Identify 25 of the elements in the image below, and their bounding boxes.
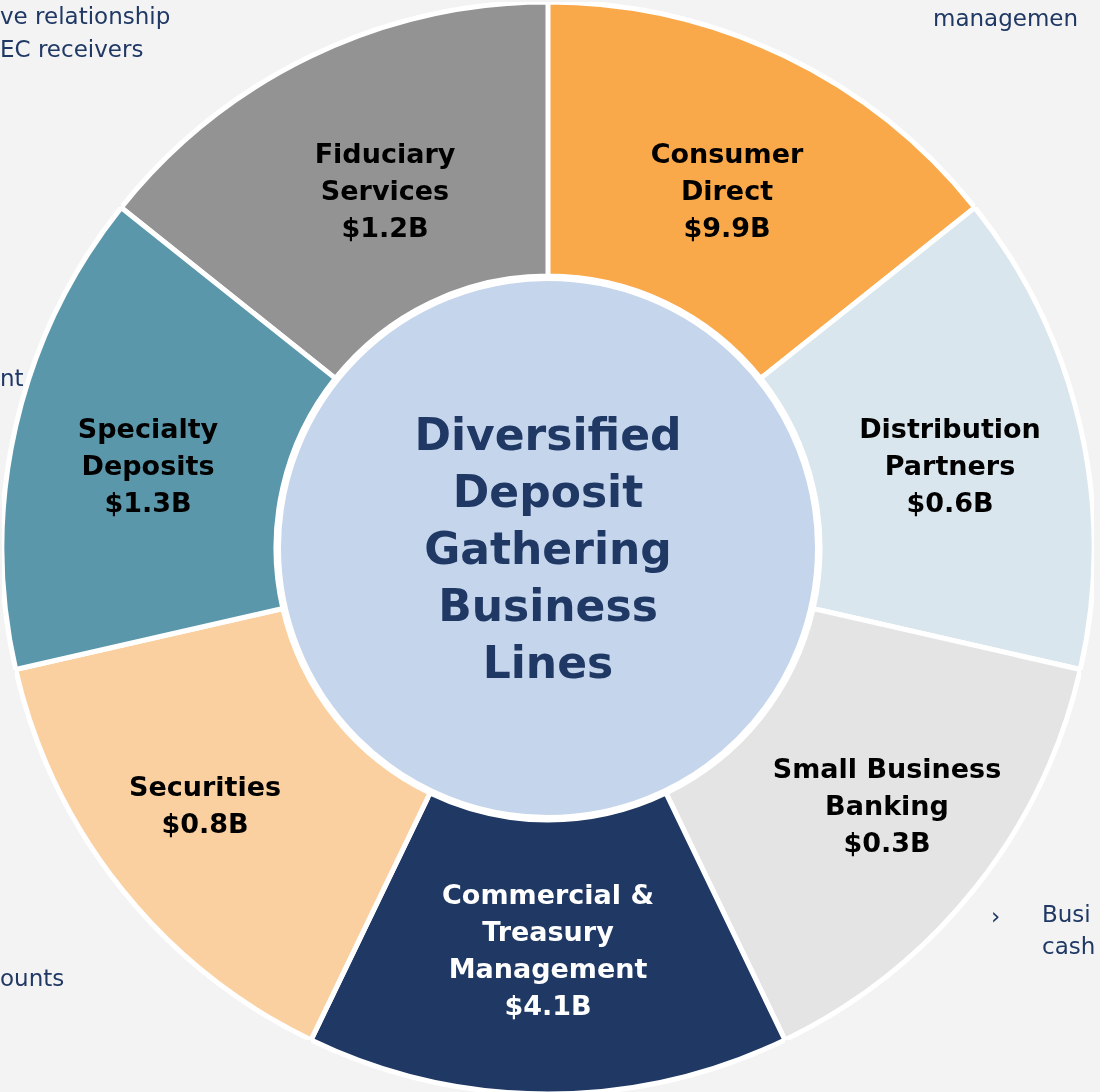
business-line-name: Fiduciary Services <box>313 136 457 208</box>
business-line-name: Consumer Direct <box>649 136 805 208</box>
business-line-name: Small Business Banking <box>771 751 1003 823</box>
deposit-amount: $1.2B <box>340 210 430 245</box>
deposit-amount: $1.3B <box>103 485 193 520</box>
note-text: ve relationship <box>0 2 171 30</box>
note-text: › <box>991 902 1001 930</box>
business-line-name: Securities <box>127 770 283 804</box>
business-line-name: Distribution Partners <box>858 411 1042 483</box>
note-text: EC receivers <box>0 35 144 63</box>
center-title: Diversified Deposit Gathering Business Lines <box>413 407 683 690</box>
note-text: Busi <box>1042 900 1091 928</box>
deposit-amount: $0.8B <box>160 807 250 841</box>
ring-segment <box>311 793 785 1092</box>
deposit-amount: $4.1B <box>503 989 593 1023</box>
business-line-name: Commercial & Treasury Management <box>441 878 655 986</box>
note-text: ounts <box>0 964 65 992</box>
deposit-amount: $9.9B <box>682 210 772 245</box>
note-text: cash <box>1042 932 1096 960</box>
note-text: nt <box>0 364 24 392</box>
business-line-name: Specialty Deposits <box>76 411 220 483</box>
ring-segment <box>2 207 336 670</box>
note-text: managemen <box>933 4 1079 32</box>
deposit-amount: $0.3B <box>842 825 932 860</box>
deposit-amount: $0.6B <box>905 485 995 520</box>
